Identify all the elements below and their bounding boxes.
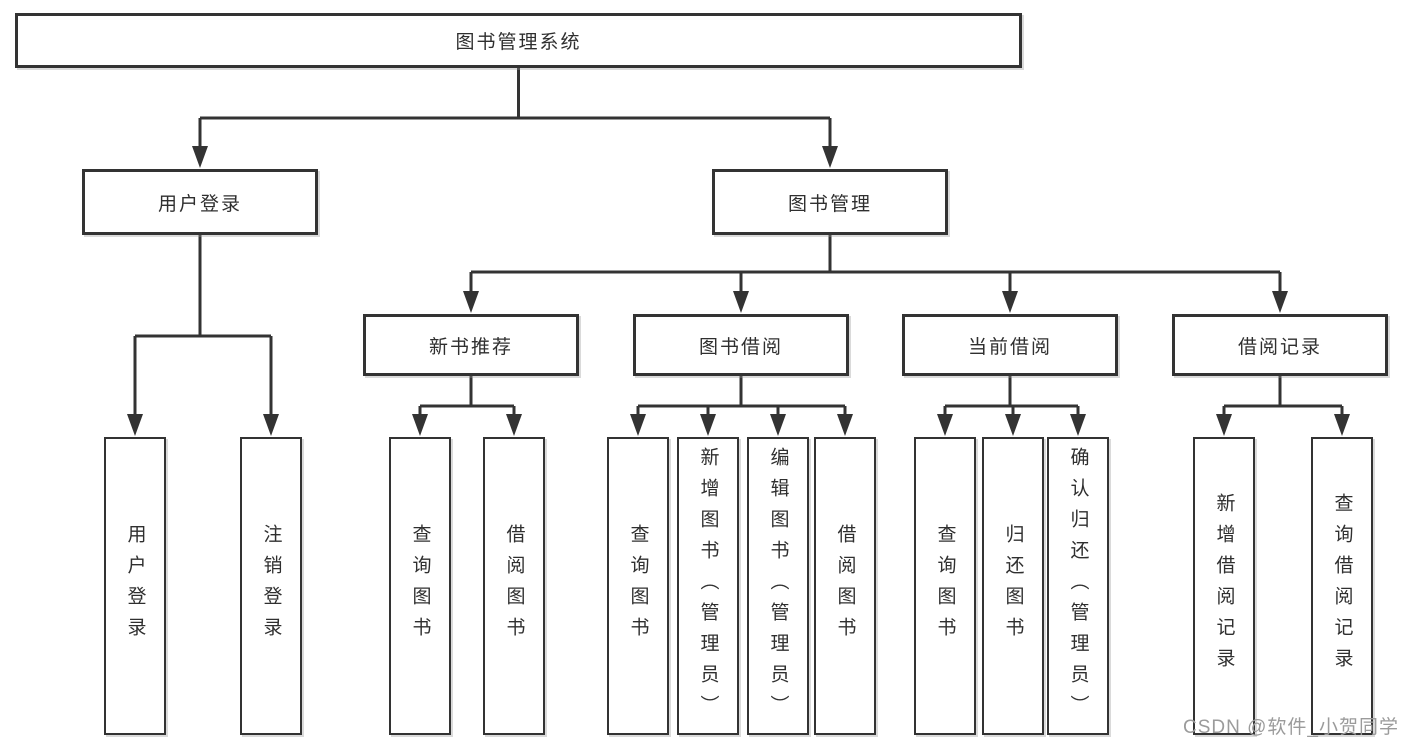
node-new-book-recommend: 新书推荐 [363, 314, 579, 376]
connector-book-management-to-level3 [469, 235, 1282, 298]
node-new-book-recommend-label: 新书推荐 [428, 336, 513, 358]
leaf-add-borrow-record: 新增借阅记录 [1193, 437, 1255, 735]
leaf-query-books-recommend: 查询图书 [389, 437, 451, 735]
node-book-management-label: 图书管理 [787, 193, 872, 215]
leaf-return-books: 归还图书 [982, 437, 1044, 735]
connector-book-borrow-to-leaves [636, 376, 847, 421]
leaf-borrow-books-recommend: 借阅图书 [483, 437, 545, 735]
leaf-add-books-admin-label: 新增图书（管理员） [697, 446, 719, 726]
leaf-query-books-current-label: 查询图书 [934, 524, 956, 648]
leaf-edit-books-admin: 编辑图书（管理员） [747, 437, 809, 735]
node-borrow-records: 借阅记录 [1172, 314, 1388, 376]
node-user-login-label: 用户登录 [157, 193, 242, 215]
leaf-user-login-label: 用户登录 [124, 524, 146, 648]
leaf-edit-books-admin-label: 编辑图书（管理员） [767, 446, 789, 726]
leaf-confirm-return-admin: 确认归还（管理员） [1047, 437, 1109, 735]
leaf-confirm-return-admin-label: 确认归还（管理员） [1067, 446, 1089, 726]
node-library-system: 图书管理系统 [15, 13, 1022, 68]
leaf-query-borrow-record-label: 查询借阅记录 [1331, 493, 1353, 679]
connector-borrow-records-to-leaves [1222, 376, 1344, 421]
node-library-system-label: 图书管理系统 [455, 32, 582, 53]
leaf-add-borrow-record-label: 新增借阅记录 [1213, 493, 1235, 679]
leaf-logout: 注销登录 [240, 437, 302, 735]
leaf-borrow-books-recommend-label: 借阅图书 [503, 524, 525, 648]
node-current-borrow: 当前借阅 [902, 314, 1118, 376]
leaf-query-books-current: 查询图书 [914, 437, 976, 735]
node-current-borrow-label: 当前借阅 [967, 336, 1052, 358]
leaf-logout-label: 注销登录 [260, 524, 282, 648]
leaf-return-books-label: 归还图书 [1002, 524, 1024, 648]
connector-current-borrow-to-leaves [943, 376, 1080, 421]
leaf-add-books-admin: 新增图书（管理员） [677, 437, 739, 735]
leaf-query-books-borrow: 查询图书 [607, 437, 669, 735]
node-book-borrow: 图书借阅 [633, 314, 849, 376]
node-borrow-records-label: 借阅记录 [1237, 336, 1322, 358]
leaf-borrow-books: 借阅图书 [814, 437, 876, 735]
leaf-borrow-books-label: 借阅图书 [834, 524, 856, 648]
connector-user-login-to-leaves [133, 235, 273, 420]
leaf-query-books-recommend-label: 查询图书 [409, 524, 431, 648]
connector-root-to-level2 [198, 68, 832, 152]
csdn-watermark: CSDN @软件_小贺同学 [1183, 717, 1399, 738]
connector-new-book-to-leaves [418, 376, 516, 421]
node-user-login: 用户登录 [82, 169, 318, 235]
leaf-query-books-borrow-label: 查询图书 [627, 524, 649, 648]
node-book-borrow-label: 图书借阅 [698, 336, 783, 358]
leaf-query-borrow-record: 查询借阅记录 [1311, 437, 1373, 735]
leaf-user-login: 用户登录 [104, 437, 166, 735]
node-book-management: 图书管理 [712, 169, 948, 235]
